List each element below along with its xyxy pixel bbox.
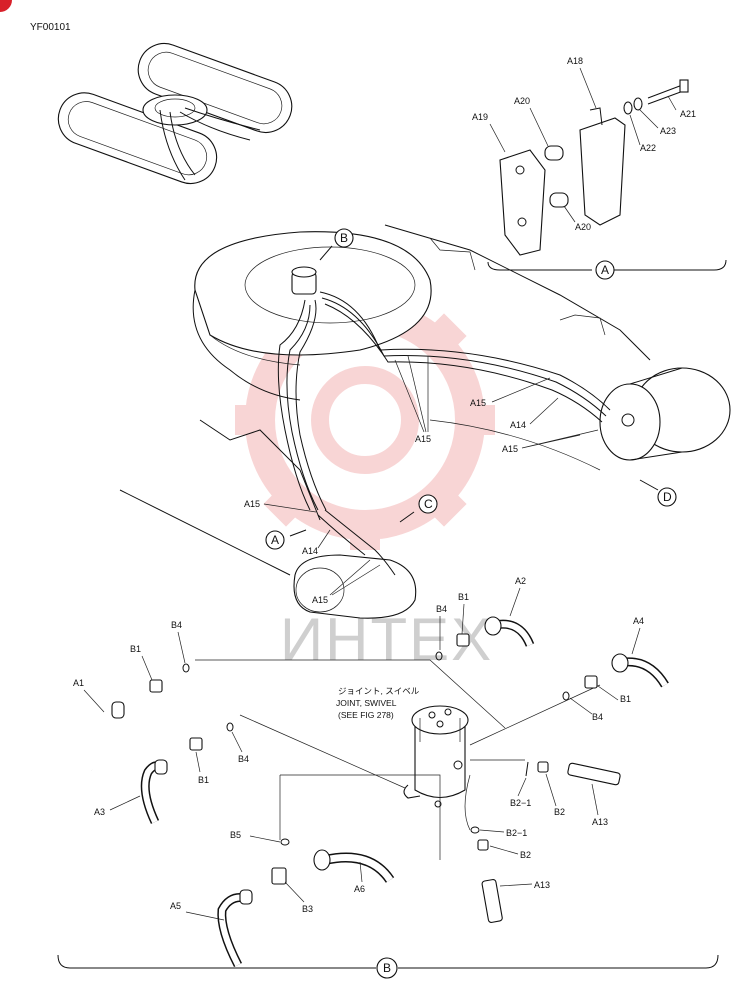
swivel-joint bbox=[403, 705, 469, 808]
label-a6: A6 bbox=[354, 884, 365, 894]
section-d-marker bbox=[657, 487, 677, 507]
main-assembly-labels: B A15 A15 A14 A15 D A15 A A14 C A15 bbox=[244, 228, 677, 605]
label-b5: B5 bbox=[230, 830, 241, 840]
note-line-ref: (SEE FIG 278) bbox=[338, 710, 394, 720]
fittings bbox=[88, 616, 669, 968]
label-a2: A2 bbox=[515, 576, 526, 586]
label-a4: A4 bbox=[633, 616, 644, 626]
label-a22: A22 bbox=[640, 143, 656, 153]
label-b2-top: B2 bbox=[554, 807, 565, 817]
label-b2-1-bottom: B2−1 bbox=[506, 828, 527, 838]
label-a23: A23 bbox=[660, 126, 676, 136]
section-b-letter-bottom: B bbox=[383, 961, 391, 975]
section-d-letter: D bbox=[663, 490, 672, 504]
swivel-note: ジョイント, スイベル JOINT, SWIVEL (SEE FIG 278) bbox=[336, 686, 420, 720]
label-b1-left: B1 bbox=[130, 644, 141, 654]
label-a15-center: A15 bbox=[415, 434, 431, 444]
label-b3: B3 bbox=[302, 904, 313, 914]
label-b2-bottom: B2 bbox=[520, 850, 531, 860]
label-b1-mid: B1 bbox=[198, 775, 209, 785]
section-b-marker-bottom bbox=[376, 957, 398, 979]
label-a19: A19 bbox=[472, 112, 488, 122]
label-a14-left: A14 bbox=[302, 546, 318, 556]
label-a18: A18 bbox=[567, 56, 583, 66]
label-a13-top: A13 bbox=[592, 817, 608, 827]
note-line-ja: ジョイント, スイベル bbox=[338, 686, 420, 696]
label-a13-bottom: A13 bbox=[534, 880, 550, 890]
section-c-marker bbox=[418, 494, 438, 514]
section-b-bracket: B bbox=[57, 954, 719, 979]
label-a14-right: A14 bbox=[510, 420, 526, 430]
undercarriage-overview bbox=[57, 42, 293, 185]
label-a3: A3 bbox=[94, 807, 105, 817]
label-b1-right: B1 bbox=[620, 694, 631, 704]
label-b4-left: B4 bbox=[171, 620, 182, 630]
label-a15-left: A15 bbox=[244, 499, 260, 509]
drawing-code: YF00101 bbox=[30, 22, 71, 33]
label-b2-1-top: B2−1 bbox=[510, 798, 531, 808]
connection-lines bbox=[195, 659, 601, 860]
label-b4-right: B4 bbox=[592, 712, 603, 722]
section-b-marker-top bbox=[334, 228, 354, 248]
section-c-letter: C bbox=[424, 497, 433, 511]
label-b1-top: B1 bbox=[458, 592, 469, 602]
label-a5: A5 bbox=[170, 901, 181, 911]
section-a-marker-main bbox=[265, 530, 285, 550]
label-a15-right-upper: A15 bbox=[470, 398, 486, 408]
detail-a-labels: A18 A20 A19 A21 A23 A22 A20 A bbox=[472, 56, 696, 280]
note-line-en: JOINT, SWIVEL bbox=[336, 698, 397, 708]
section-a-marker bbox=[595, 260, 615, 280]
label-a20-bottom: A20 bbox=[575, 222, 591, 232]
detail-a-bracket bbox=[487, 79, 727, 271]
fitting-labels: B4 B1 A2 A4 B4 B1 A1 B1 B4 B4 B1 A3 B2−1 bbox=[73, 576, 644, 921]
section-a-letter-main: A bbox=[271, 533, 279, 547]
section-b-letter-top: B bbox=[340, 231, 348, 245]
section-a-letter: A bbox=[601, 263, 609, 277]
label-a15-right-lower: A15 bbox=[502, 444, 518, 454]
label-a21: A21 bbox=[680, 109, 696, 119]
label-a1: A1 bbox=[73, 678, 84, 688]
main-assembly bbox=[119, 224, 731, 619]
label-b4-top: B4 bbox=[436, 604, 447, 614]
label-a15-bottom: A15 bbox=[312, 595, 328, 605]
label-b4-mid: B4 bbox=[238, 754, 249, 764]
label-a20-top: A20 bbox=[514, 96, 530, 106]
